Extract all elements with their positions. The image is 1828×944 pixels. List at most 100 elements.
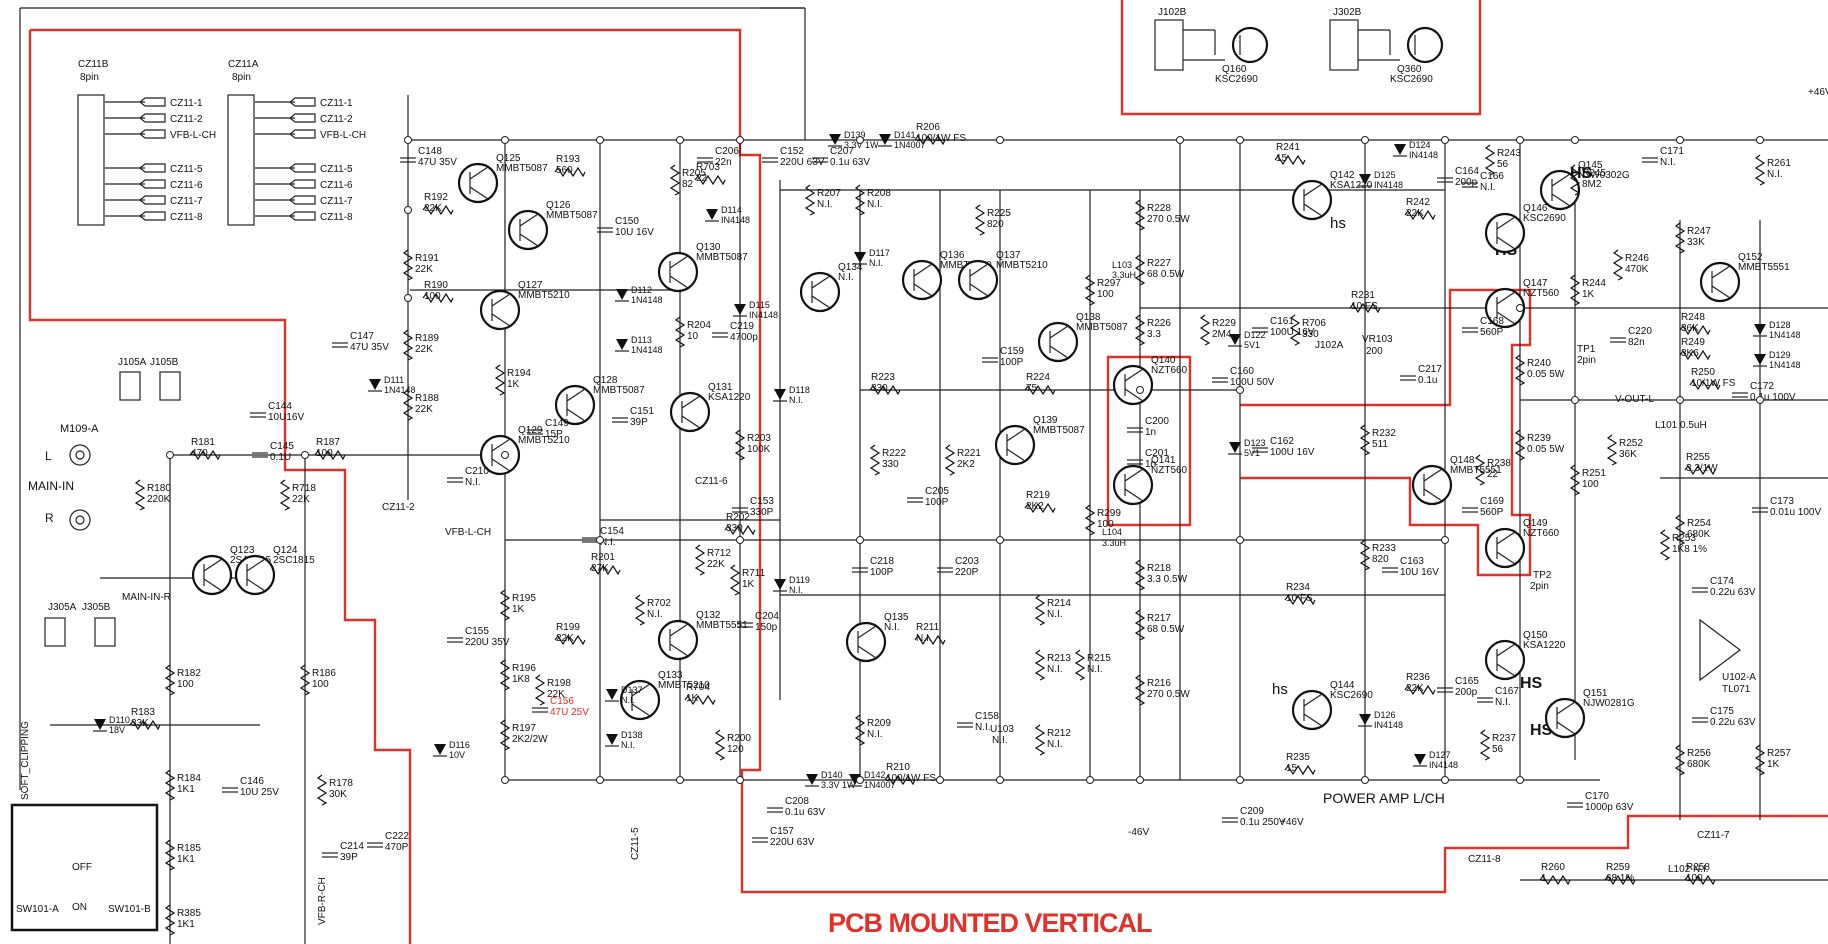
resistor-value: 3.3/1W bbox=[1686, 463, 1718, 474]
transistor-part: MMBT5087 bbox=[546, 210, 598, 221]
resistor-value: N.I. bbox=[1047, 609, 1063, 620]
capacitor-value: 1n bbox=[1145, 427, 1156, 438]
resistor-value: 22 bbox=[1487, 469, 1499, 480]
resistor-ref: R191 bbox=[415, 253, 439, 264]
j305a-label: J305A bbox=[48, 602, 77, 613]
diode-ref: D114 bbox=[721, 205, 742, 215]
capacitor-value: 560P bbox=[1480, 327, 1504, 338]
diode-ref: D124 bbox=[1409, 140, 1431, 150]
resistor-value: 2K2 bbox=[1026, 501, 1044, 512]
tp2-label: TP2 bbox=[1533, 570, 1552, 581]
resistor-value: 2K2 bbox=[957, 459, 975, 470]
net-label: CZ11-6 bbox=[170, 180, 203, 191]
capacitor-value: 100P bbox=[1000, 357, 1024, 368]
l104-label: L104 bbox=[1102, 527, 1122, 537]
soft-clipping-switch: SW101-A SW101-B OFF ON SOFT_CLIPPING VFB… bbox=[10, 721, 328, 932]
resistor-ref: R211 bbox=[916, 622, 940, 633]
resistor-value: 270 0.5W bbox=[1147, 689, 1190, 700]
junction-dot bbox=[501, 451, 509, 459]
capacitor-value: N.I. bbox=[600, 537, 616, 548]
transistor-part: MMBT5551 bbox=[1450, 465, 1502, 476]
capacitor-value: 0.1u 63V bbox=[785, 807, 825, 818]
diode-ref: D129 bbox=[1769, 350, 1791, 360]
resistor-ref: R232 bbox=[1372, 428, 1396, 439]
capacitor-value: 220P bbox=[955, 567, 979, 578]
transistor-ref: Q127 bbox=[518, 280, 543, 291]
resistor-value: 15 bbox=[1276, 153, 1288, 164]
l104-value: 3.3uH bbox=[1102, 538, 1126, 548]
capacitor-value: N.I. bbox=[975, 722, 991, 733]
transistor-ref: Q137 bbox=[996, 250, 1021, 261]
diode-value: N.I. bbox=[869, 258, 883, 268]
resistor-value: 82 bbox=[682, 179, 694, 190]
transistor-part: MMBT5210 bbox=[518, 290, 570, 301]
diode-value: IN4148 bbox=[1374, 180, 1403, 190]
capacitor-value: 0.1u bbox=[1418, 375, 1437, 386]
diode-ref: D139 bbox=[844, 130, 866, 140]
resistor-ref: R233 bbox=[1372, 543, 1396, 554]
capacitor-ref: C171 bbox=[1660, 146, 1684, 157]
junction-dot bbox=[1516, 304, 1524, 312]
capacitor-ref: C156 bbox=[550, 696, 574, 707]
junction-dot bbox=[1236, 386, 1244, 394]
resistor-ref: R225 bbox=[987, 208, 1011, 219]
resistor-value: 1K1 bbox=[177, 919, 195, 930]
capacitor-value: 100P bbox=[925, 497, 949, 508]
resistor-ref: R258 bbox=[1686, 862, 1710, 873]
capacitor-ref: C172 bbox=[1750, 381, 1774, 392]
resistor-value: 10 bbox=[687, 331, 699, 342]
capacitor-value: 470P bbox=[385, 842, 409, 853]
junction-dot bbox=[596, 776, 604, 784]
diode-ref: D126 bbox=[1374, 710, 1396, 720]
transistor-ref: Q150 bbox=[1523, 630, 1548, 641]
q160-part: KSC2690 bbox=[1215, 74, 1258, 85]
resistor-ref: R187 bbox=[316, 437, 340, 448]
junction-dot bbox=[1676, 136, 1684, 144]
diode-value: 1N4007 bbox=[864, 780, 896, 790]
capacitor-ref: C206 bbox=[715, 146, 739, 157]
resistor-ref: R207 bbox=[817, 188, 841, 199]
capacitor-ref: C219 bbox=[730, 321, 754, 332]
hs-lower-1: hs bbox=[1330, 215, 1346, 232]
transistor-part: NZT660 bbox=[1523, 528, 1560, 539]
tp2-pins: 2pin bbox=[1530, 581, 1549, 592]
capacitor-ref: C168 bbox=[1480, 316, 1504, 327]
resistor-ref: R190 bbox=[424, 280, 448, 291]
sw101b-label: SW101-B bbox=[108, 904, 151, 915]
resistor-ref: R229 bbox=[1212, 318, 1236, 329]
resistor-ref: R204 bbox=[687, 320, 711, 331]
capacitor-value: 47U 35V bbox=[350, 342, 389, 353]
diode-value: 1N4007 bbox=[894, 140, 926, 150]
